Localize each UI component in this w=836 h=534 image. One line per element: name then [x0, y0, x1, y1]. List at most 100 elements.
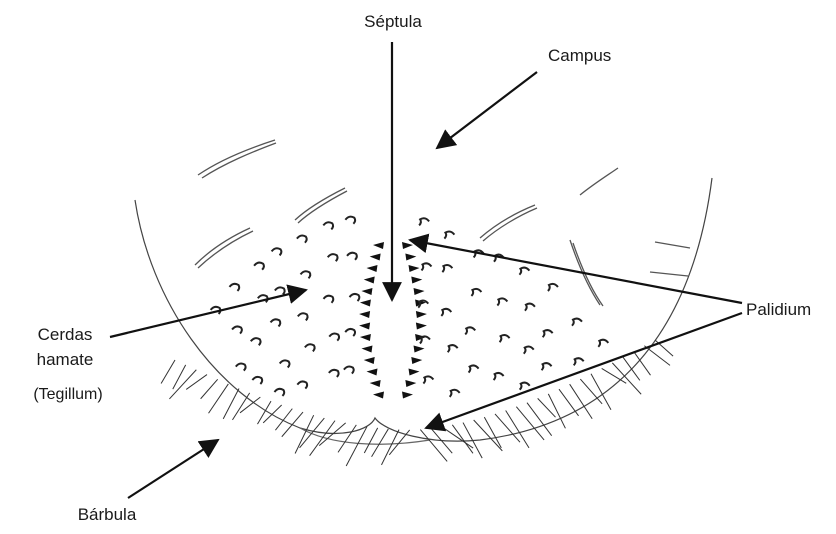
hamate-seta — [543, 330, 553, 337]
barbula-bristle — [452, 425, 473, 453]
hamate-seta — [323, 222, 333, 229]
arrow-campus — [437, 72, 537, 148]
hamate-seta — [500, 335, 510, 342]
hamate-seta — [525, 304, 535, 311]
hamate-seta — [444, 231, 454, 238]
hamate-seta — [494, 373, 504, 380]
palidium-tooth — [360, 300, 371, 307]
barbula-bristle — [201, 379, 218, 398]
palidium-tooth — [370, 380, 381, 387]
hamate-seta — [497, 298, 507, 305]
barbula-bristle — [602, 368, 627, 383]
palidium-tooth — [405, 254, 416, 261]
barbula-bristle — [338, 425, 356, 452]
hamate-seta — [423, 376, 433, 383]
hamate-seta — [350, 294, 360, 301]
barbula-bristle — [223, 388, 239, 418]
palidium-tooth — [361, 346, 372, 353]
palidium-tooth — [359, 311, 370, 318]
barbula-bristle — [310, 421, 335, 456]
palidium-tooth — [414, 346, 425, 353]
hamate-seta — [232, 326, 242, 333]
barbula-bristle — [580, 379, 602, 404]
hamate-seta — [229, 284, 239, 291]
palidium-tooth — [366, 369, 377, 376]
barbula-bristle — [319, 423, 345, 446]
label-palidium: Palidium — [746, 300, 811, 320]
barbula-bristle — [538, 398, 556, 417]
hamate-seta — [252, 377, 262, 384]
hamate-seta — [274, 389, 284, 396]
annotation-arrows — [110, 42, 742, 498]
palidium-tooth — [361, 288, 372, 295]
barbula-bristle — [263, 405, 281, 423]
hamate-seta — [471, 289, 481, 296]
barbula-bristle — [161, 360, 175, 384]
hamate-seta — [275, 287, 285, 294]
hamate-seta — [345, 329, 355, 336]
label-cerdas: Cerdas — [20, 325, 110, 345]
hamate-seta — [298, 313, 308, 320]
barbula-bristle — [548, 394, 565, 428]
palidium-tooth — [414, 288, 425, 295]
hamate-seta — [251, 338, 261, 345]
palidium-tooth — [364, 277, 375, 284]
hamate-seta — [520, 383, 530, 390]
hamate-seta — [524, 347, 534, 354]
hamate-seta — [419, 218, 429, 225]
hamate-seta — [469, 365, 479, 372]
barbula-bristle — [282, 412, 303, 437]
barbula-bristle — [169, 370, 196, 399]
arrow-barbula — [128, 440, 218, 498]
hamate-seta — [442, 265, 452, 272]
palidium-tooth — [405, 380, 416, 387]
hamate-seta — [297, 236, 307, 243]
barbula-bristle — [420, 430, 447, 462]
hamate-seta — [519, 268, 529, 275]
barbula-bristle — [173, 365, 186, 389]
barbula-bristle — [644, 346, 670, 366]
palidium-tooth — [402, 242, 413, 249]
hamate-seta — [465, 327, 475, 334]
label-campus: Campus — [548, 46, 611, 66]
hamate-seta — [345, 217, 355, 224]
label-tegillum: (Tegillum) — [8, 385, 128, 405]
barbula-bristle — [591, 374, 611, 410]
hamate-seta — [305, 344, 315, 351]
palidium-tooth — [359, 323, 370, 330]
barbula-bristle — [209, 384, 229, 413]
hamate-seta — [421, 263, 431, 270]
hamate-seta — [301, 271, 311, 278]
hamate-seta — [280, 360, 290, 367]
barbula-bristle — [484, 417, 501, 448]
palidium-tooth — [416, 323, 427, 330]
barbula-bristle — [442, 427, 473, 448]
hamate-seta — [418, 301, 428, 308]
hamate-seta — [441, 309, 451, 316]
barbula-bristle — [372, 429, 389, 457]
hamate-seta — [328, 254, 338, 261]
hamate-seta — [271, 319, 281, 326]
palidium-tooth — [411, 277, 422, 284]
barbula-bristle — [527, 403, 552, 436]
hamate-seta — [450, 390, 460, 397]
hamate-seta — [254, 263, 264, 270]
campus-setae — [195, 140, 690, 306]
hamate-seta — [347, 253, 357, 260]
hamate-seta — [542, 363, 552, 370]
palidium-tooth — [366, 265, 377, 272]
hamate-seta — [236, 364, 246, 371]
palidium-tooth — [373, 392, 384, 399]
palidium-tooth — [411, 357, 422, 364]
hamate-seta — [548, 284, 558, 291]
hamate-seta — [572, 319, 582, 326]
arrow-palidium-lower — [426, 313, 742, 428]
barbula-bristle — [506, 410, 529, 447]
barbula-bristle — [612, 363, 641, 394]
palidium-tooth — [364, 357, 375, 364]
palidium-tooth — [409, 265, 420, 272]
arrow-cerdas-hamate — [110, 290, 306, 337]
hamate-seta — [344, 366, 354, 373]
